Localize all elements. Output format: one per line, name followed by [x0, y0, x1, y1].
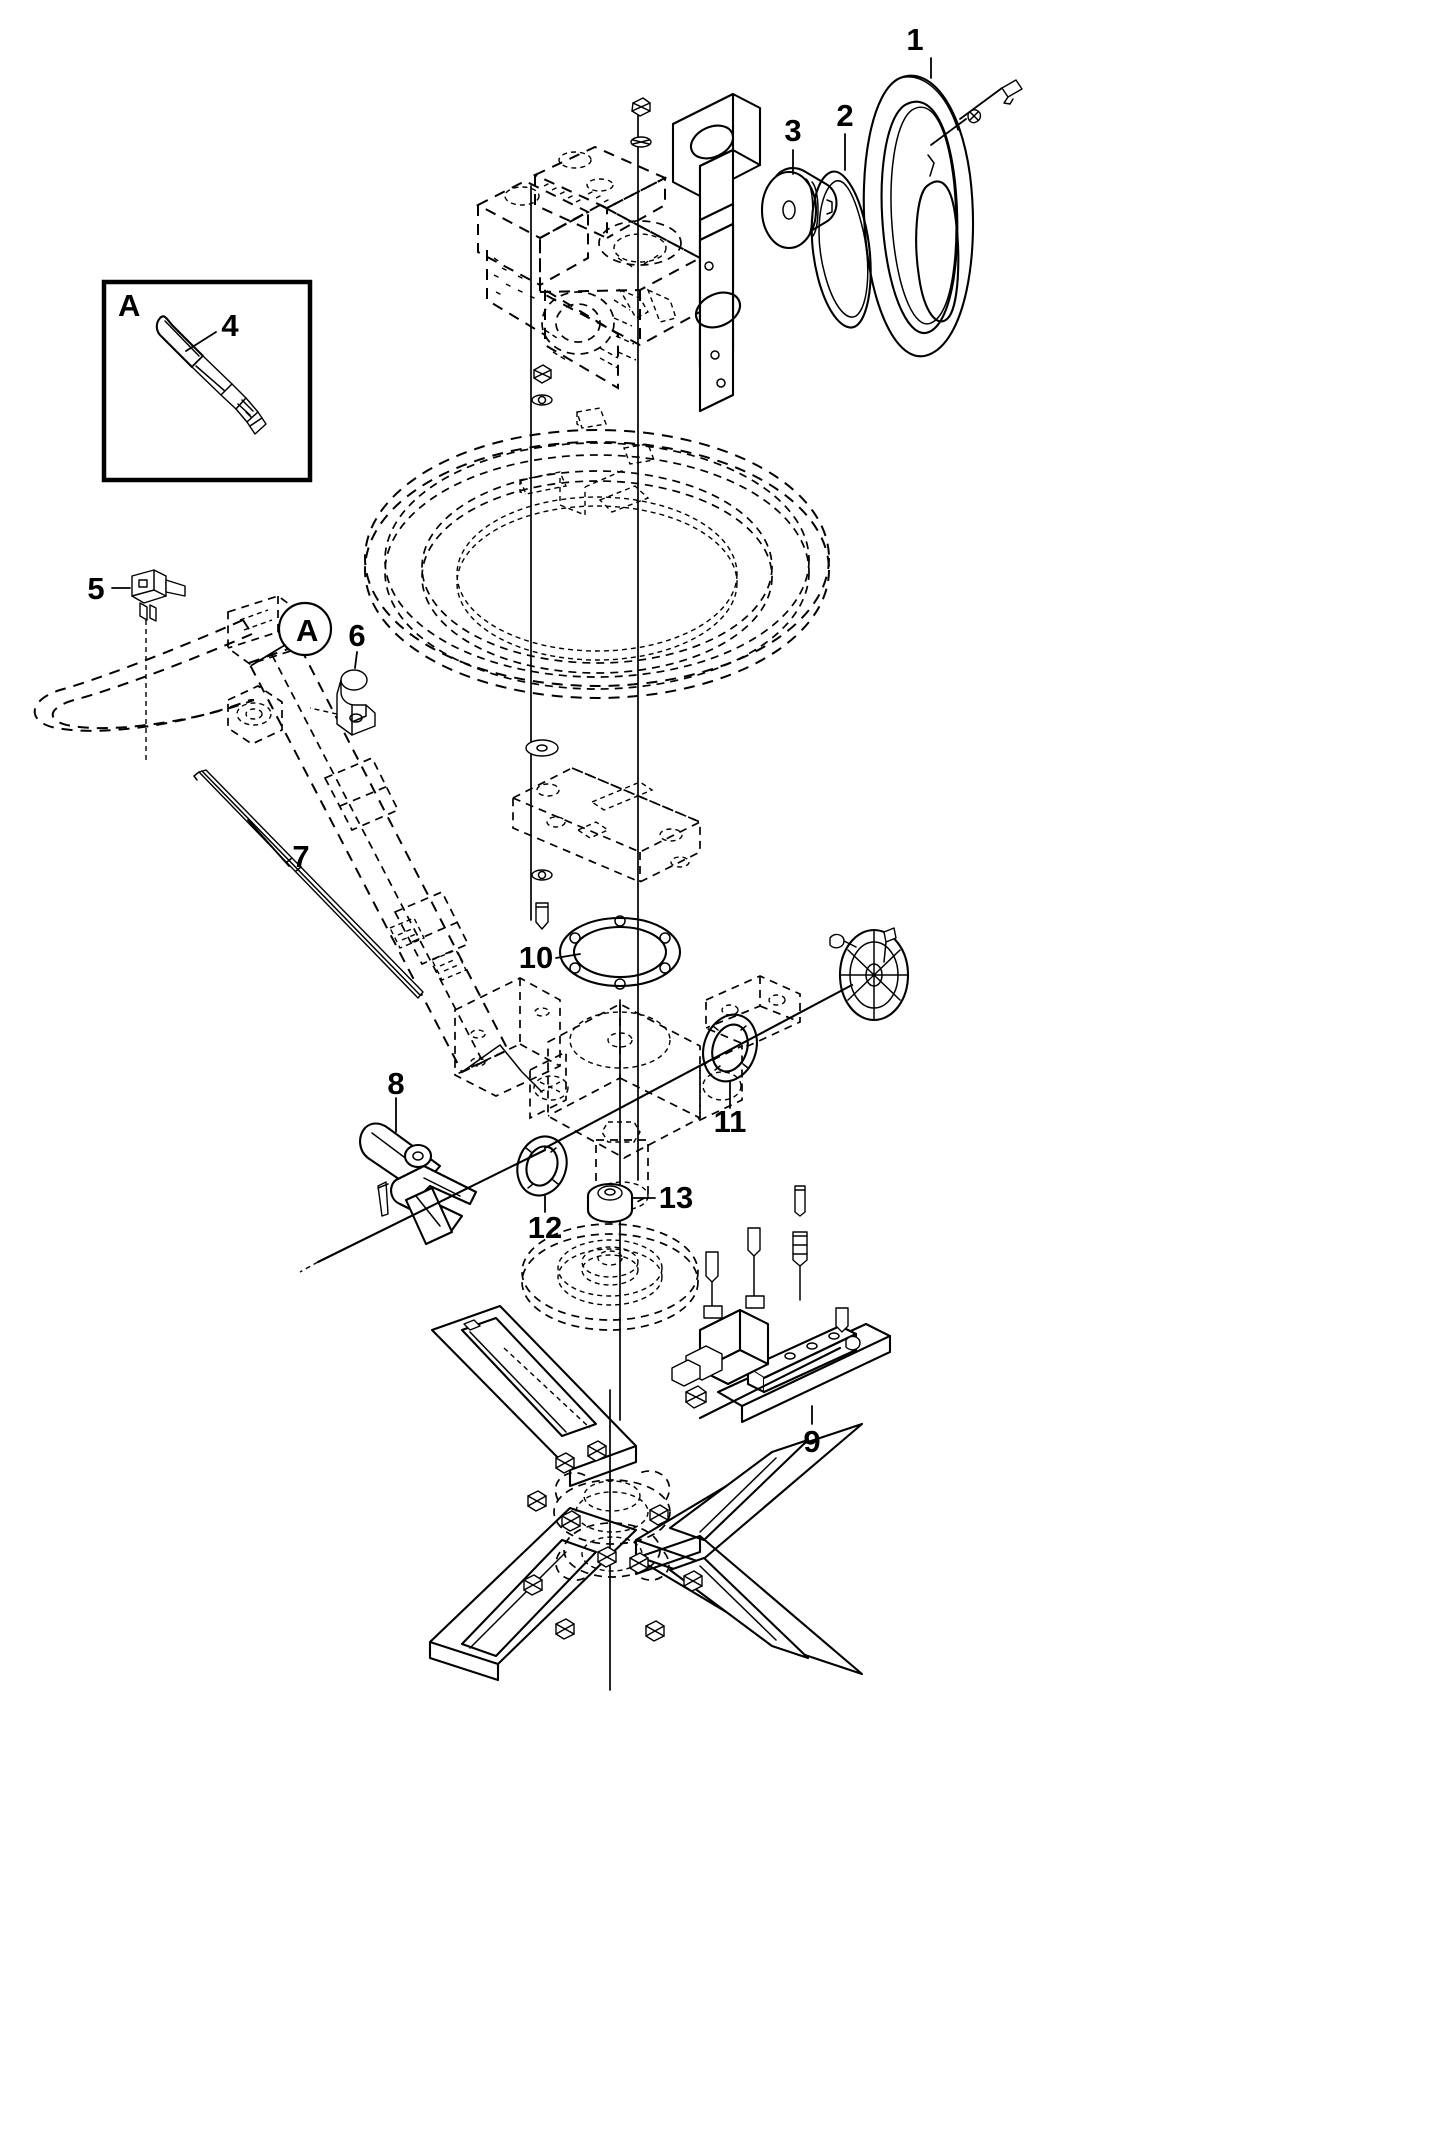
seal-ring-outer	[702, 1013, 758, 1109]
blade-set	[671, 1185, 892, 1425]
assembly-axis-lines	[530, 104, 639, 1691]
main-frame-phantom	[512, 767, 801, 1047]
pitch-control-handle	[299, 1122, 547, 1273]
callout-3: 3	[784, 113, 801, 148]
v-belt	[810, 170, 872, 329]
callout-12: 12	[528, 1210, 562, 1245]
callout-leaders	[111, 57, 932, 1133]
callout-11: 11	[714, 1104, 747, 1139]
callout-9: 9	[803, 1424, 820, 1459]
callout-1: 1	[906, 22, 923, 57]
detail-circle-label: A	[296, 613, 318, 648]
wheel-kit	[543, 927, 910, 1150]
detail-box-label: A	[118, 288, 140, 323]
callout-4: 4	[221, 308, 239, 343]
callout-10: 10	[519, 940, 553, 975]
callout-numbers: 1 2 3 4 5 6 7 8 9 10 11 12 13	[87, 22, 923, 1459]
cover-fastener-screws	[930, 79, 1023, 146]
callout-7: 7	[292, 839, 309, 874]
engine-assembly-phantom	[475, 145, 701, 390]
callout-5: 5	[87, 571, 104, 606]
axis-washer-center	[525, 739, 559, 757]
callout-2: 2	[836, 98, 853, 133]
spider-retainer-collar	[586, 1182, 656, 1224]
blade-fasteners	[523, 1385, 707, 1642]
safety-guard-ring-phantom	[364, 407, 830, 699]
axis-fasteners-mid	[531, 364, 553, 406]
callout-13: 13	[659, 1180, 693, 1215]
centrifugal-clutch-pulley	[760, 167, 838, 250]
engine-mount-bracket	[671, 92, 762, 413]
gearbox-gasket	[558, 915, 682, 990]
detail-box-a: A	[101, 279, 313, 483]
axis-fasteners-lower-left	[531, 869, 553, 930]
trowel-blade-assembly	[428, 1304, 864, 1682]
callout-6: 6	[348, 618, 365, 653]
throttle-lever-knob	[309, 669, 376, 736]
axis-fasteners-upper	[630, 97, 652, 148]
detail-circle-a: A	[251, 601, 333, 666]
gearbox-housing-phantom	[529, 1003, 743, 1211]
spider-disc-phantom	[521, 1223, 699, 1331]
kill-switch-part	[131, 569, 186, 760]
callout-8: 8	[387, 1066, 404, 1101]
pitch-adjustment-tool	[155, 315, 267, 435]
control-rod	[193, 769, 424, 999]
seal-ring-inner	[516, 1135, 568, 1213]
belt-guard-cover	[862, 74, 975, 358]
